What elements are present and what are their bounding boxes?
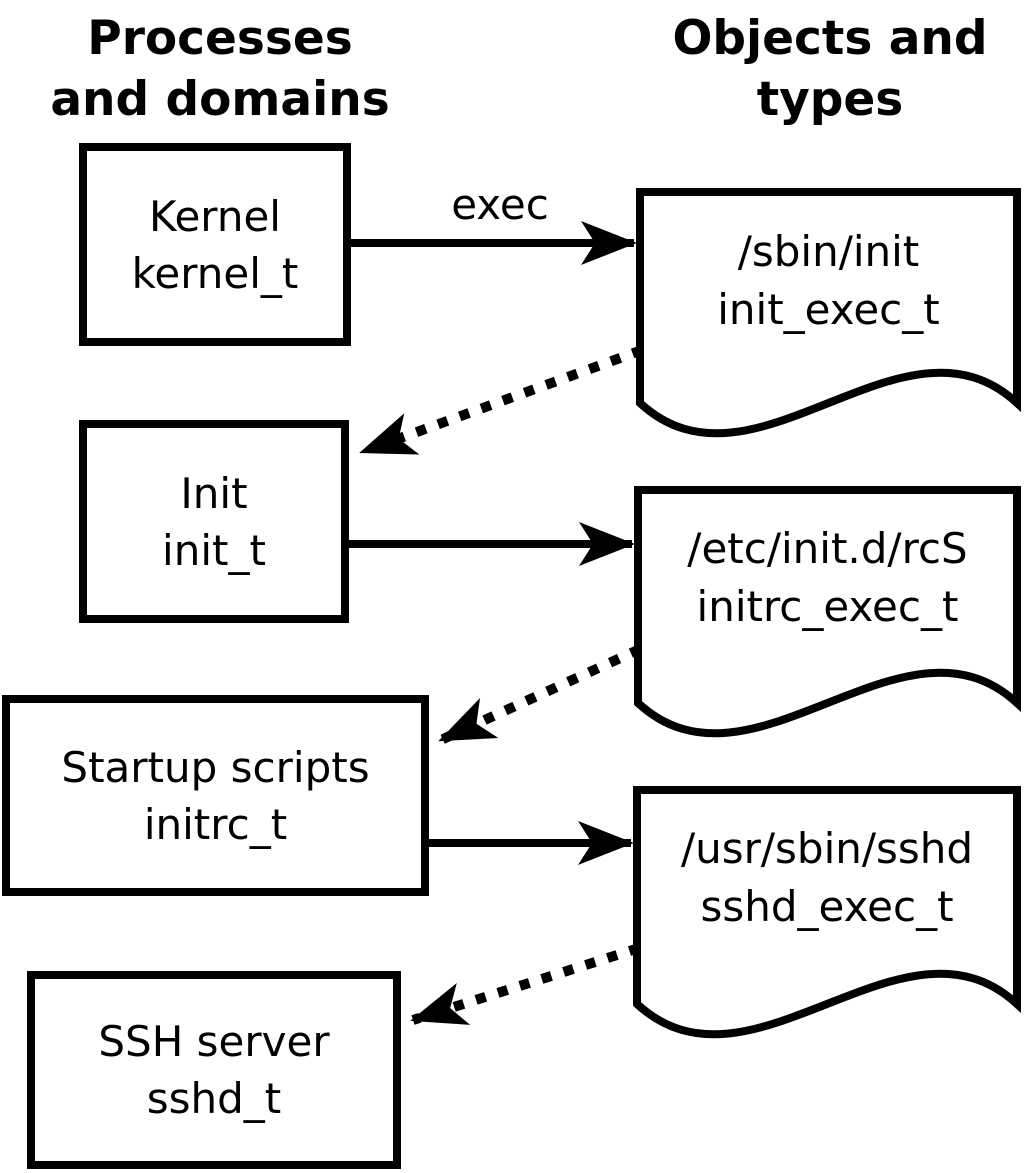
column-header-objects-line1: Objects and — [672, 11, 988, 66]
object-path: /usr/sbin/sshd — [680, 823, 974, 873]
process-domain-type: initrc_t — [143, 799, 288, 849]
object-type: init_exec_t — [717, 285, 940, 334]
process-name: SSH server — [98, 1017, 330, 1066]
object-label-etc-initd-rcs: /etc/init.d/rcS initrc_exec_t — [638, 490, 1017, 665]
column-header-processes-line1: Processes — [87, 11, 353, 66]
object-path: /sbin/init — [737, 227, 920, 276]
process-name: Startup scripts — [61, 742, 370, 792]
process-name: Init — [180, 468, 248, 518]
process-box-startup-scripts: Startup scripts initrc_t — [2, 695, 429, 896]
exec-label: exec — [451, 180, 549, 229]
object-type: initrc_exec_t — [696, 581, 959, 631]
document-shape-etc-initd-rcs — [634, 486, 1021, 738]
transition-arrow-to-init — [359, 345, 644, 457]
object-label-usr-sbin-sshd: /usr/sbin/sshd sshd_exec_t — [637, 790, 1017, 965]
process-domain-type: sshd_t — [146, 1074, 282, 1123]
object-label-sbin-init: /sbin/init init_exec_t — [640, 192, 1017, 370]
column-header-processes-line2: and domains — [50, 72, 390, 127]
process-domain-type: kernel_t — [131, 248, 299, 298]
process-name: Kernel — [149, 191, 281, 241]
document-shape-sbin-init — [636, 188, 1021, 438]
process-domain-type: init_t — [162, 525, 266, 575]
object-type: sshd_exec_t — [700, 881, 954, 931]
column-header-processes: Processes and domains — [0, 8, 440, 130]
object-path: /etc/init.d/rcS — [687, 523, 968, 573]
document-shape-usr-sbin-sshd — [633, 786, 1021, 1039]
transition-arrow-to-sshd — [410, 943, 641, 1025]
column-header-objects-line2: types — [756, 72, 904, 127]
transition-arrow-to-initrc — [438, 644, 643, 745]
process-box-kernel: Kernel kernel_t — [79, 143, 351, 346]
process-box-init: Init init_t — [79, 420, 349, 623]
column-header-objects: Objects and types — [636, 8, 1024, 130]
process-box-ssh-server: SSH server sshd_t — [27, 971, 401, 1169]
